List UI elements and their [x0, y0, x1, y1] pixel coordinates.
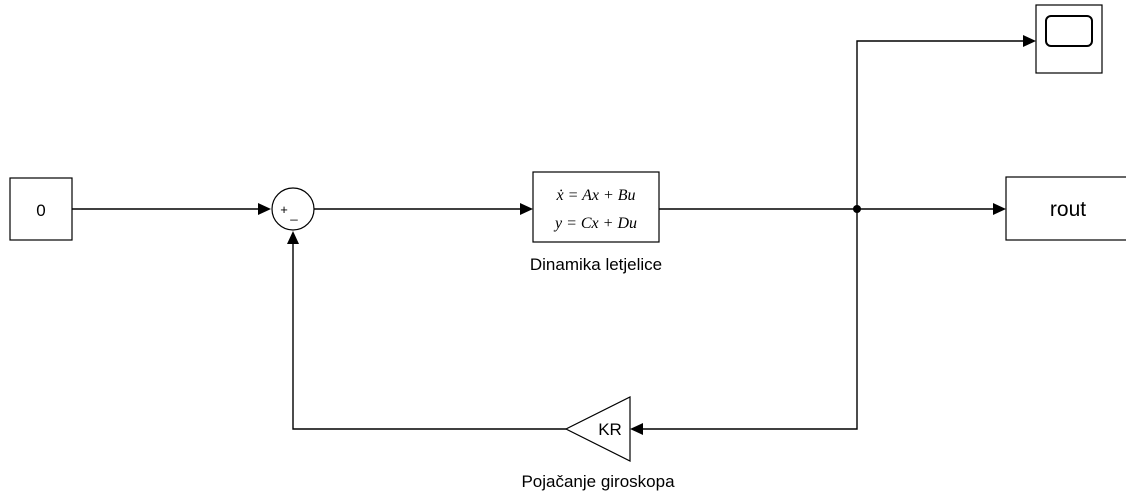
rout-label: rout	[1050, 198, 1086, 221]
arrow-head-sum-feedback-input	[287, 231, 299, 244]
sum-minus-sign: _	[289, 206, 298, 221]
sum-plus-sign: +	[280, 202, 288, 217]
state-space-block[interactable]: ẋ = Ax + Bu y = Cx + Du	[532, 171, 660, 243]
gain-block[interactable]: KR	[564, 396, 631, 462]
scope-block[interactable]	[1035, 4, 1103, 74]
arrow-head-sum-input	[258, 203, 271, 215]
arrow-head-rout-input	[993, 203, 1006, 215]
sum-block[interactable]: + _	[271, 187, 315, 231]
line-branch-to-gain[interactable]	[643, 209, 858, 430]
line-branch-to-scope[interactable]	[856, 40, 1023, 209]
arrow-head-gain-input	[630, 423, 643, 435]
gain-value: KR	[598, 420, 622, 439]
state-space-caption: Dinamika letjelice	[530, 255, 662, 274]
state-equation: ẋ = Ax + Bu	[555, 187, 635, 204]
line-gain-to-sum-feedback[interactable]	[292, 244, 566, 430]
rout-block[interactable]: rout	[1005, 176, 1126, 241]
scope-icon	[1045, 15, 1093, 47]
constant-block[interactable]: 0	[9, 177, 73, 241]
branch-point	[853, 205, 861, 213]
signal-lines	[72, 35, 1036, 435]
output-equation: y = Cx + Du	[553, 215, 637, 232]
gain-caption: Pojačanje giroskopa	[521, 472, 675, 491]
arrow-head-state-space-input	[520, 203, 533, 215]
arrow-head-scope-input	[1023, 35, 1036, 47]
constant-value: 0	[36, 201, 45, 220]
